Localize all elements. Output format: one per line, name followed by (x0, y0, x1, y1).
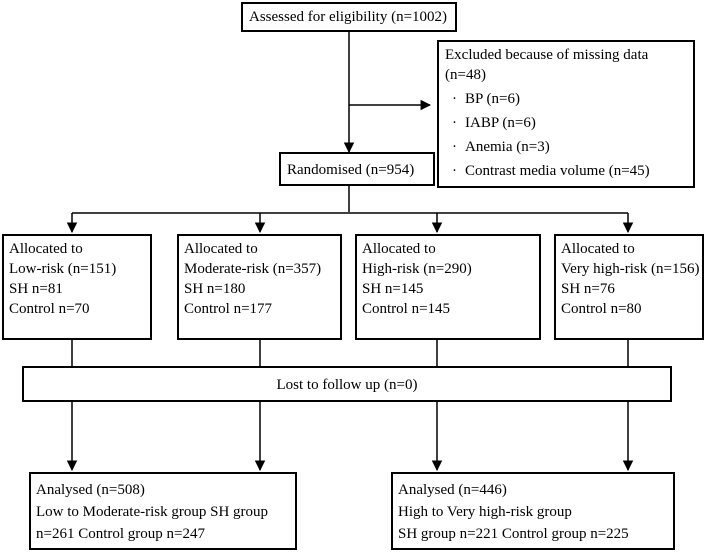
randomised-label: Randomised (n=954) (287, 162, 415, 178)
analysed-count: Analysed (n=508) (36, 482, 145, 498)
group-control-count: Control n=70 (9, 301, 90, 317)
group-risk-label: Moderate-risk (n=357) (184, 261, 322, 277)
bullet-icon: · (452, 139, 457, 155)
assessed-box: Assessed for eligibility (n=1002) (241, 2, 457, 32)
group-allocated-label: Allocated to (362, 241, 436, 257)
excluded-count: (n=48) (445, 67, 486, 83)
group-risk-label: High-risk (n=290) (362, 261, 472, 277)
analysed-breakdown: SH group n=221 Control group n=225 (398, 526, 629, 542)
group-sh-count: SH n=81 (9, 281, 63, 297)
group-sh-count: SH n=145 (362, 281, 424, 297)
excluded-reasons-list: ·BP (n=6) ·IABP (n=6) ·Anemia (n=3) ·Con… (445, 89, 693, 181)
analysed-high-very-high-box: Analysed (n=446) High to Very high-risk … (391, 472, 675, 550)
excluded-reason: ·Contrast media volume (n=45) (452, 163, 650, 179)
group-control-count: Control n=177 (184, 301, 273, 317)
assessed-label: Assessed for eligibility (n=1002) (249, 9, 448, 25)
group-sh-count: SH n=180 (184, 281, 246, 297)
bullet-icon: · (452, 115, 457, 131)
lost-to-follow-up-box: Lost to follow up (n=0) (22, 366, 672, 402)
analysed-breakdown: n=261 Control group n=247 (36, 526, 205, 542)
group-allocated-label: Allocated to (9, 241, 83, 257)
group-high-risk-box: Allocated to High-risk (n=290) SH n=145 … (355, 234, 541, 340)
excluded-reason: ·Anemia (n=3) (452, 139, 550, 155)
analysed-low-moderate-box: Analysed (n=508) Low to Moderate-risk gr… (29, 472, 297, 550)
bullet-icon: · (452, 91, 457, 107)
group-moderate-risk-box: Allocated to Moderate-risk (n=357) SH n=… (177, 234, 342, 340)
group-allocated-label: Allocated to (184, 241, 258, 257)
excluded-reason: ·BP (n=6) (452, 91, 520, 107)
randomised-box: Randomised (n=954) (279, 152, 435, 186)
excluded-box: Excluded because of missing data (n=48) … (437, 40, 695, 188)
bullet-icon: · (452, 163, 457, 179)
lost-to-follow-up-label: Lost to follow up (n=0) (276, 377, 418, 393)
excluded-reason: ·IABP (n=6) (452, 115, 536, 131)
group-very-high-risk-box: Allocated to Very high-risk (n=156) SH n… (554, 234, 704, 340)
analysed-group-name: High to Very high-risk group (398, 504, 572, 520)
group-risk-label: Very high-risk (n=156) (561, 261, 700, 277)
group-risk-label: Low-risk (n=151) (9, 261, 117, 277)
excluded-title: Excluded because of missing data (445, 47, 649, 63)
group-control-count: Control n=80 (561, 301, 642, 317)
group-low-risk-box: Allocated to Low-risk (n=151) SH n=81 Co… (2, 234, 152, 340)
group-control-count: Control n=145 (362, 301, 451, 317)
group-allocated-label: Allocated to (561, 241, 635, 257)
group-sh-count: SH n=76 (561, 281, 615, 297)
analysed-group-name: Low to Moderate-risk group SH group (36, 504, 269, 520)
analysed-count: Analysed (n=446) (398, 482, 507, 498)
